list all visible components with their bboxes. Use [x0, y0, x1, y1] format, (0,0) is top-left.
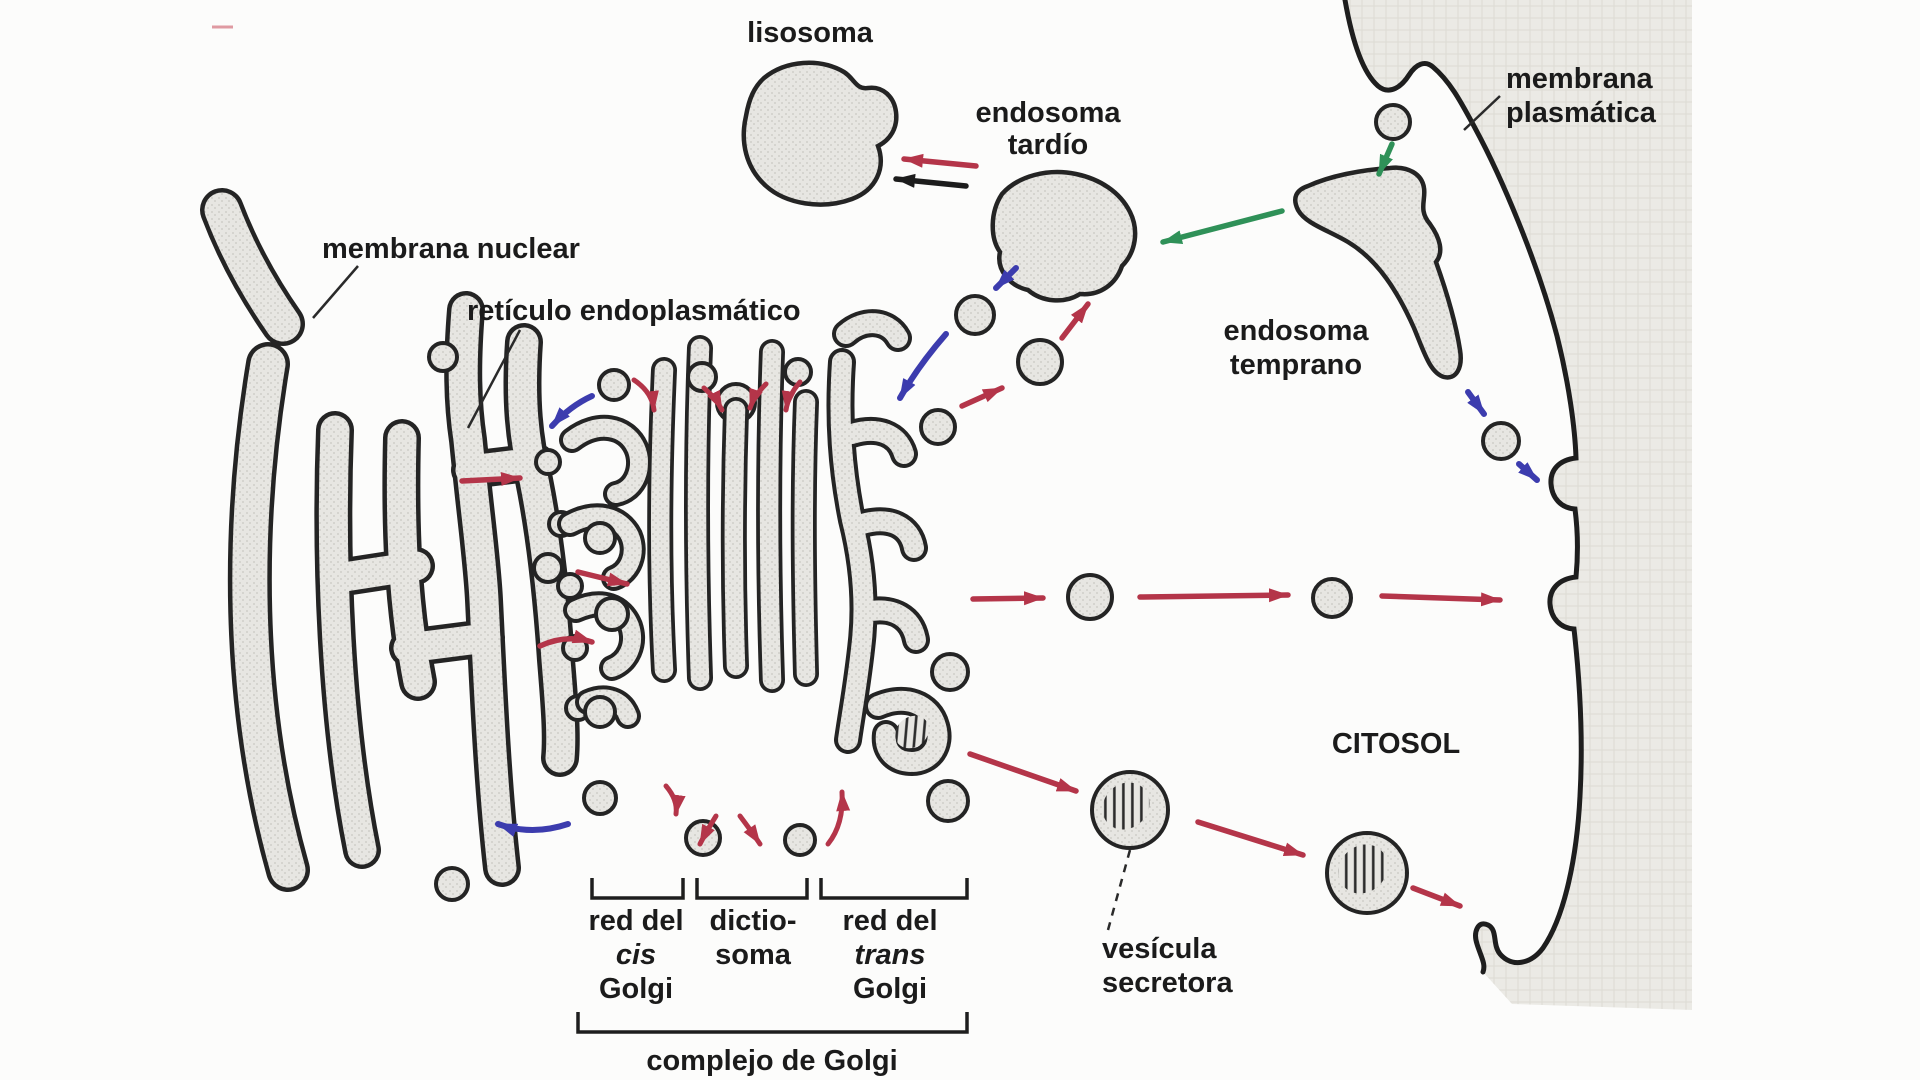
arrow-golgi-bottom-arc-1: [663, 783, 686, 817]
label-early-endosome-line1: endosoma: [1223, 315, 1369, 347]
transport-vesicle: [582, 780, 618, 816]
pointer-endoplasmic-reticulum: [466, 329, 522, 429]
label-trans-golgi-line1: red del: [842, 905, 937, 937]
transport-vesicle: [1066, 573, 1114, 621]
label-trans-golgi-line3: Golgi: [853, 973, 927, 1005]
arrow-er-to-golgi-3: [537, 629, 595, 649]
transport-vesicle: [930, 652, 970, 692]
early-endosome-shape: [1293, 165, 1463, 380]
bracket-trans-golgi: [819, 878, 969, 900]
label-early-endosome-line2: temprano: [1230, 349, 1362, 381]
bracket-cis-golgi: [590, 878, 685, 900]
arrow-golgi-top-arc-4: [781, 379, 803, 413]
transport-vesicle: [532, 552, 564, 584]
arrow-membrane-to-early-endosome: [1376, 141, 1395, 177]
arrow-golgi-to-late-endosome-2: [1059, 301, 1091, 341]
label-late-endosome-line2: tardío: [1008, 129, 1089, 161]
pointer-nuclear-membrane: [312, 265, 359, 319]
arrow-constitutive-secretion-2: [1137, 588, 1291, 603]
transport-vesicle: [783, 823, 817, 857]
arrow-golgi-to-er-top: [549, 393, 595, 429]
cis-golgi-network: [557, 414, 653, 729]
secretory-vesicle-2: [1325, 831, 1409, 915]
dictyosome-stack: [647, 335, 819, 693]
label-secretory-vesicle-line2: secretora: [1102, 967, 1233, 999]
label-lysosome: lisosoma: [747, 17, 874, 49]
er-bud: [556, 572, 584, 600]
endocytic-vesicle: [1374, 103, 1412, 141]
er-bud: [534, 448, 562, 476]
arrow-early-to-late-endosome: [1160, 208, 1285, 245]
transport-vesicle: [1016, 338, 1064, 386]
arrow-golgi-top-arc-1: [631, 377, 659, 413]
label-trans-golgi-line2: trans: [855, 939, 926, 971]
arrow-late-endosome-to-vesicle: [993, 265, 1019, 291]
transport-vesicle: [597, 368, 631, 402]
transport-vesicle: [919, 408, 957, 446]
plasma-membrane: [1342, 0, 1584, 975]
label-nuclear-membrane: membrana nuclear: [322, 233, 580, 265]
label-golgi-complex: complejo de Golgi: [646, 1045, 897, 1077]
label-cis-golgi-line3: Golgi: [599, 973, 673, 1005]
arrow-golgi-to-er-bottom: [495, 821, 571, 837]
label-cytosol: CITOSOL: [1332, 728, 1460, 760]
bracket-golgi-complex: [576, 1012, 969, 1034]
secretory-vesicle-1: [1090, 770, 1170, 850]
transport-vesicle: [434, 866, 470, 902]
label-dictyosome-line1: dictio-: [710, 905, 797, 937]
late-endosome-shape: [990, 169, 1138, 303]
label-endoplasmic-reticulum: retículo endoplasmático: [467, 295, 801, 327]
bracket-dictyosome: [695, 878, 809, 900]
label-plasma-membrane-line2: plasmática: [1506, 97, 1657, 129]
lysosome-shape: [741, 60, 899, 207]
arrow-regulated-secretion-1: [967, 751, 1079, 794]
arrow-constitutive-secretion-3: [1379, 592, 1503, 607]
arrow-golgi-top-arc-3: [747, 381, 769, 411]
extracellular-space: [1345, 0, 1692, 1010]
transport-vesicles: [427, 103, 1521, 902]
arrow-late-endosome-to-lysosome-black: [893, 173, 969, 189]
arrow-regulated-secretion-2: [1195, 819, 1306, 858]
transport-vesicle: [594, 596, 630, 632]
arrow-golgi-top-arc-2: [701, 385, 725, 413]
arrow-golgi-bottom-arc-4: [825, 789, 851, 847]
arrow-regulated-secretion-3: [1410, 885, 1463, 909]
transport-vesicle: [926, 779, 970, 823]
arrow-vesicle-to-golgi-retrograde: [897, 331, 949, 401]
arrow-early-endosome-recycle-1: [1465, 389, 1487, 417]
arrow-golgi-to-late-endosome-1: [959, 385, 1005, 409]
label-cis-golgi-line2: cis: [616, 939, 656, 971]
transport-vesicle: [686, 361, 718, 393]
label-plasma-membrane-line1: membrana: [1506, 63, 1654, 95]
trans-golgi-network: [826, 309, 952, 776]
label-cis-golgi-line1: red del: [588, 905, 683, 937]
label-late-endosome-line1: endosoma: [975, 97, 1121, 129]
pointer-plasma-membrane: [1463, 95, 1501, 131]
nuclear-membrane: [200, 188, 310, 892]
label-secretory-vesicle-line1: vesícula: [1102, 933, 1217, 965]
arrow-golgi-bottom-arc-3: [737, 813, 763, 847]
arrow-er-to-golgi-1: [459, 471, 523, 486]
condensing-secretory-content: [895, 715, 929, 749]
arrow-late-endosome-to-lysosome-red: [901, 153, 979, 169]
endoplasmic-reticulum: [314, 291, 592, 887]
transport-vesicle: [583, 521, 617, 555]
transport-vesicle: [583, 695, 617, 729]
arrow-early-endosome-recycle-2: [1516, 461, 1540, 483]
transport-vesicle: [427, 341, 459, 373]
arrow-er-to-golgi-2: [575, 569, 630, 587]
arrow-constitutive-secretion-1: [970, 591, 1046, 606]
transport-vesicle: [954, 294, 996, 336]
transport-vesicle: [1481, 421, 1521, 461]
transport-vesicle: [1311, 577, 1353, 619]
arrow-golgi-bottom-arc-2: [697, 813, 719, 847]
label-dictyosome-line2: soma: [715, 939, 792, 971]
